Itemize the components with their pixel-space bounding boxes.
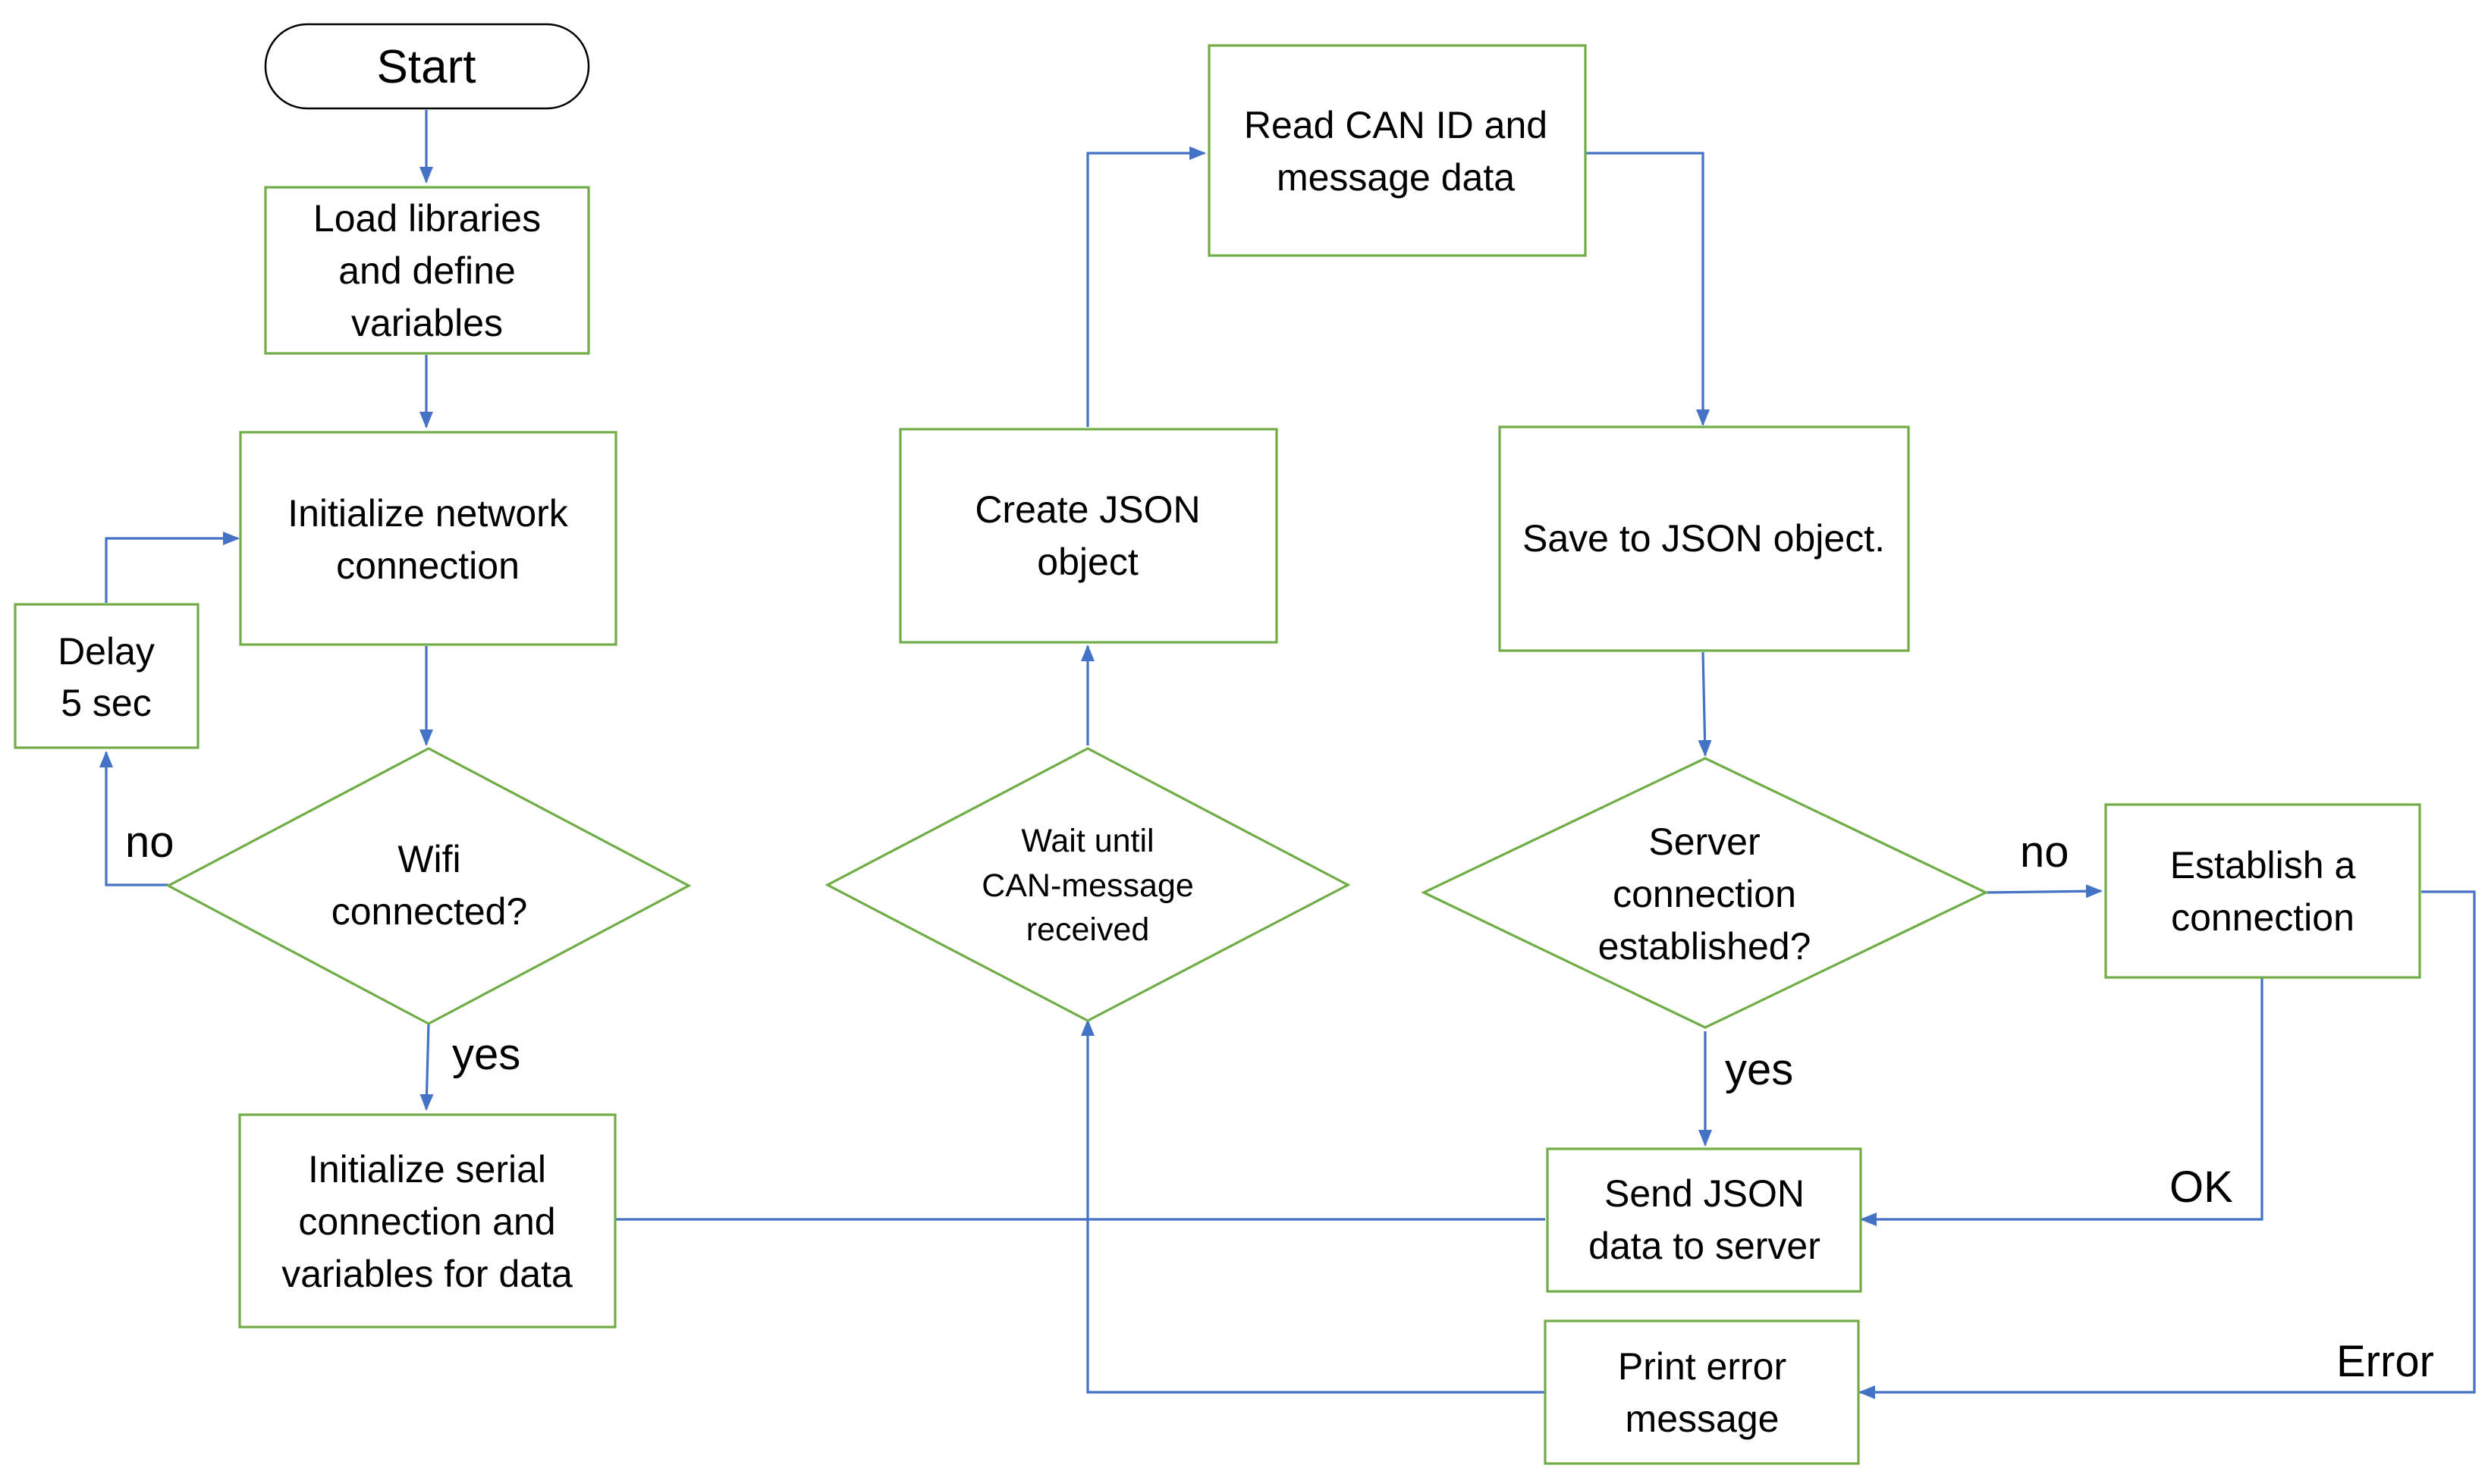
wifi-decision: Wifi connected? xyxy=(165,747,692,1025)
read-can-line-2: message data xyxy=(1277,156,1515,199)
connector-wifi-yes-to-init-serial xyxy=(419,1023,434,1111)
wait-line-1: Wait until xyxy=(1021,823,1154,859)
load-libraries-box: Load libraries and define variables xyxy=(264,186,590,355)
server-no-label: no xyxy=(2020,827,2069,877)
read-can-line-1: Read CAN ID and xyxy=(1244,104,1547,146)
initialize-serial-line-1: Initialize serial xyxy=(308,1148,546,1191)
wifi-no-label: no xyxy=(125,817,174,867)
establish-connection-box: Establish a connection xyxy=(2104,803,2421,979)
wifi-yes-label: yes xyxy=(452,1030,520,1079)
load-libraries-line-2: and define xyxy=(338,249,516,292)
connector-print-error-to-wait xyxy=(1081,1019,1545,1394)
create-json-line-2: object xyxy=(1037,541,1139,583)
print-error-box: Print error message xyxy=(1544,1319,1860,1465)
connector-establish-error-to-print-error xyxy=(1858,890,2476,1399)
wait-can-message-decision: Wait until CAN-message received xyxy=(825,747,1351,1022)
send-json-line-1: Send JSON xyxy=(1604,1172,1805,1215)
print-error-line-1: Print error xyxy=(1618,1345,1786,1388)
send-json-line-2: data to server xyxy=(1588,1225,1820,1267)
connector-read-can-to-save-json xyxy=(1585,152,1710,426)
server-yes-label: yes xyxy=(1725,1045,1793,1094)
connector-establish-ok-to-send xyxy=(1860,978,2263,1226)
create-json-box: Create JSON object xyxy=(899,428,1278,644)
load-libraries-line-1: Load libraries xyxy=(313,197,541,240)
start-terminator: Start xyxy=(264,23,590,110)
initialize-serial-box: Initialize serial connection and variabl… xyxy=(238,1113,617,1329)
wifi-line-1: Wifi xyxy=(397,838,460,880)
start-label: Start xyxy=(377,41,476,93)
connector-save-json-to-server xyxy=(1698,651,1712,757)
server-line-2: connection xyxy=(1613,873,1796,915)
ok-label: OK xyxy=(2169,1162,2233,1212)
establish-line-2: connection xyxy=(2171,896,2354,939)
establish-line-1: Establish a xyxy=(2170,844,2356,886)
initialize-network-line-1: Initialize network xyxy=(287,492,569,535)
initialize-serial-line-3: variables for data xyxy=(281,1253,573,1295)
wait-line-2: CAN-message xyxy=(982,867,1194,904)
connector-wifi-no-to-delay xyxy=(99,751,168,886)
create-json-line-1: Create JSON xyxy=(975,488,1200,531)
server-line-3: established? xyxy=(1598,925,1811,968)
initialize-serial-line-2: connection and xyxy=(298,1200,555,1243)
error-label: Error xyxy=(2336,1337,2434,1386)
save-json-line-1: Save to JSON object. xyxy=(1522,517,1885,560)
send-json-box: Send JSON data to server xyxy=(1546,1147,1862,1293)
delay-line-1: Delay xyxy=(58,630,155,673)
delay-line-2: 5 sec xyxy=(61,682,152,724)
read-can-box: Read CAN ID and message data xyxy=(1208,44,1587,257)
wait-line-3: received xyxy=(1026,911,1150,948)
connector-create-json-to-read-can xyxy=(1086,146,1206,427)
print-error-line-2: message xyxy=(1626,1398,1780,1440)
save-json-box: Save to JSON object. xyxy=(1498,425,1910,652)
delay-box: Delay 5 sec xyxy=(14,603,199,749)
connector-delay-to-init-net xyxy=(105,532,240,603)
connector-server-no-to-establish xyxy=(1985,884,2103,899)
load-libraries-line-3: variables xyxy=(351,302,503,344)
wifi-line-2: connected? xyxy=(331,890,528,933)
initialize-network-line-2: connection xyxy=(336,544,520,587)
connectors xyxy=(99,110,2476,1399)
server-connection-decision: Server connection established? xyxy=(1421,757,1989,1029)
server-line-1: Server xyxy=(1648,820,1760,863)
initialize-network-box: Initialize network connection xyxy=(239,431,617,646)
